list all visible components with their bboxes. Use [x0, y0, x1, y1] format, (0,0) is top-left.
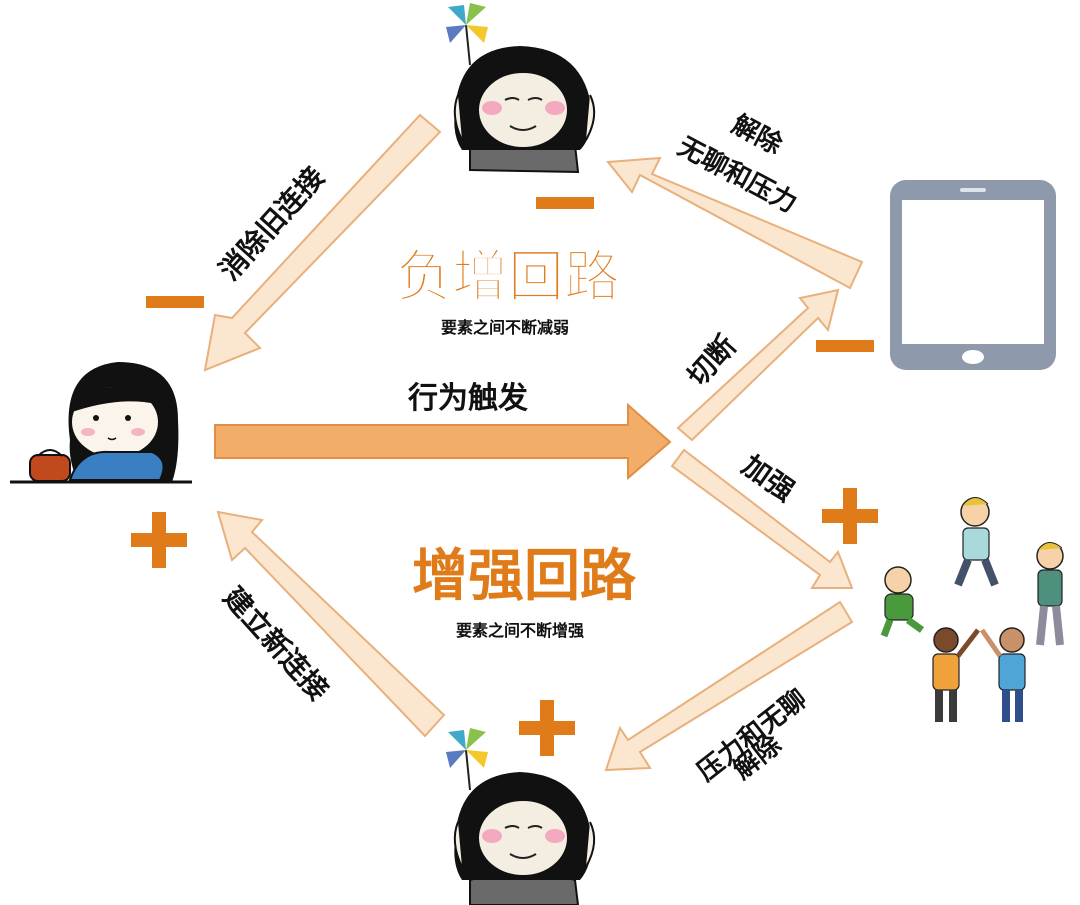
plus-sign-friends [822, 488, 878, 544]
arrow-behavior-trigger [214, 402, 672, 481]
top-character-icon [446, 3, 596, 174]
bottom-character-icon [446, 728, 596, 905]
negative-loop-subtitle: 要素之间不断减弱 [441, 318, 569, 337]
negative-loop-title: 负增回路 [396, 245, 621, 310]
label-remove-old-link: 消除旧连接 [213, 161, 331, 287]
plus-sign-bottom [519, 700, 575, 756]
positive-loop-subtitle: 要素之间不断增强 [456, 621, 584, 640]
minus-sign-left [146, 296, 204, 308]
label-relieve-line1: 解除 [727, 109, 788, 161]
arrow-strengthen [670, 448, 854, 589]
arrow-cut-off [676, 288, 840, 442]
arrow-remove-old-link [203, 113, 442, 372]
minus-sign-top [536, 197, 594, 209]
label-relieve-line2: 无聊和压力 [673, 132, 802, 220]
positive-loop-title: 增强回路 [412, 544, 637, 609]
arrow-relieve-pressure [606, 156, 864, 290]
tablet-icon [890, 180, 1056, 370]
arrow-build-new-link [216, 510, 446, 738]
pinwheel-icon-top [446, 3, 488, 66]
minus-sign-tablet [816, 340, 874, 352]
label-behavior-trigger: 行为触发 [407, 381, 528, 416]
girl-character-icon [10, 362, 192, 484]
arrow-pressure-relief [604, 600, 854, 772]
pinwheel-icon-bottom [446, 728, 488, 791]
friends-group-icon [880, 497, 1064, 722]
plus-sign-left [131, 512, 187, 568]
